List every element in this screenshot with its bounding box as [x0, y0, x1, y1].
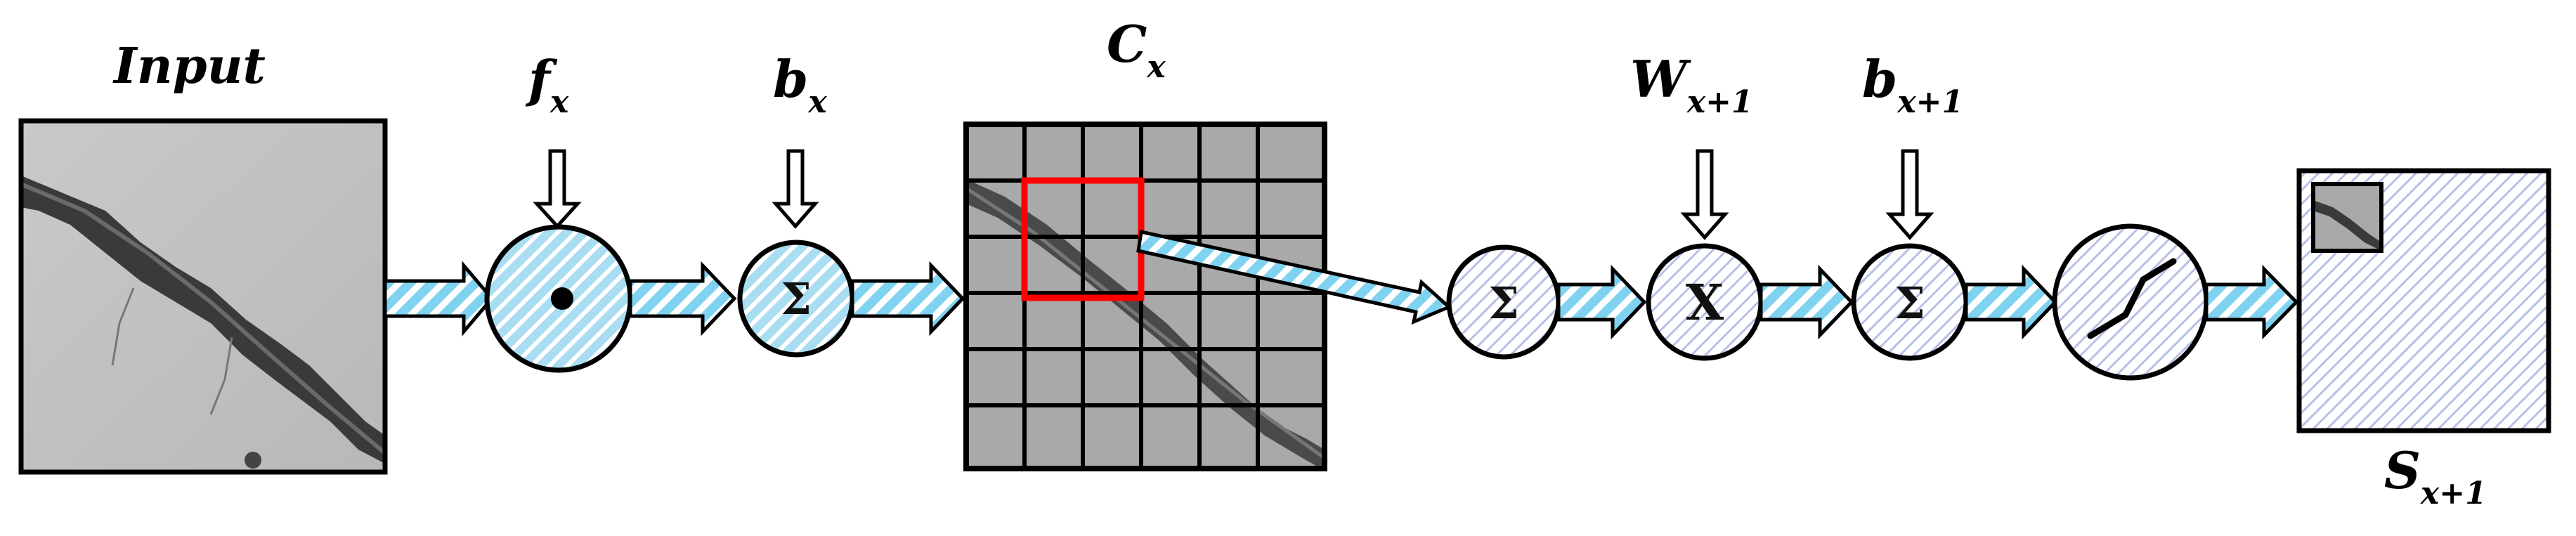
- crack-shape: [21, 176, 385, 464]
- feature-map-grid: [963, 122, 1327, 471]
- down-arrow-bias2: [1885, 149, 1934, 240]
- bias-label: bx: [773, 49, 827, 120]
- sum-node-3: Σ: [1851, 243, 1969, 361]
- input-label: Input: [112, 37, 266, 95]
- activation-curve-icon: [2087, 258, 2177, 339]
- arrow-sum-to-multiply: [1556, 264, 1647, 340]
- output-thumbnail: [2311, 182, 2383, 253]
- bias2-label: bx+1: [1862, 49, 1963, 120]
- arrow-sum-to-featuremap: [850, 261, 965, 336]
- arrow-input-to-conv: [383, 261, 495, 336]
- arrow-pool-to-sum: [1136, 229, 1452, 325]
- multiply-icon: X: [1686, 273, 1724, 332]
- conv-label: Cx: [1107, 14, 1166, 85]
- weight-label: Wx+1: [1630, 49, 1753, 120]
- sigma-icon: Σ: [1894, 277, 1925, 329]
- convolution-node: [484, 224, 633, 373]
- sum-node-1: Σ: [737, 240, 855, 358]
- down-arrow-weight: [1680, 149, 1729, 240]
- filter-label: fx: [525, 49, 569, 120]
- activation-node: [2052, 223, 2209, 381]
- input-image: [18, 118, 388, 475]
- output-map: [2296, 168, 2551, 433]
- arrow-activation-to-output: [2204, 264, 2299, 340]
- convolution-dot-icon: [551, 287, 573, 310]
- arrow-multiply-to-sum: [1759, 264, 1854, 340]
- down-arrow-bias: [772, 149, 819, 229]
- sum-node-2: Σ: [1446, 244, 1561, 360]
- down-arrow-filter: [533, 149, 582, 229]
- multiply-node: X: [1646, 243, 1764, 361]
- arrow-sum-to-activation: [1964, 264, 2058, 340]
- sigma-icon: Σ: [1488, 277, 1519, 329]
- output-label: Sx+1: [2384, 440, 2487, 511]
- sigma-icon: Σ: [781, 273, 812, 325]
- arrow-conv-to-sum: [628, 261, 737, 336]
